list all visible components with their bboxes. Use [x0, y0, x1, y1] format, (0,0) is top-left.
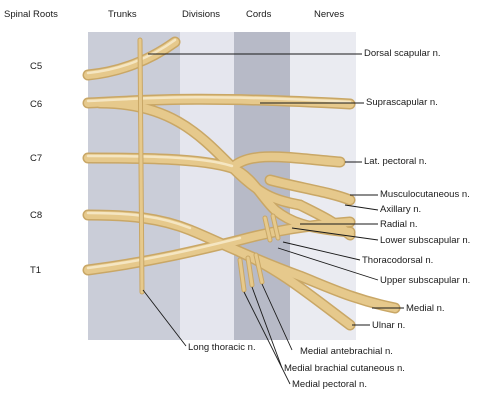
label-medial: Medial n.: [406, 303, 445, 314]
label-axillary: Axillary n.: [380, 204, 422, 215]
root-c8: C8: [30, 210, 43, 221]
header-cords: Cords: [246, 9, 272, 20]
root-c5: C5: [30, 61, 43, 72]
divisions-band: [180, 32, 234, 340]
label-upper-subscapular: Upper subscapular n.: [380, 275, 471, 286]
label-medial-pectoral: Medial pectoral n.: [292, 379, 367, 390]
root-c6: C6: [30, 99, 43, 110]
label-suprascapular: Suprascapular n.: [366, 97, 438, 108]
root-c7: C7: [30, 153, 43, 164]
label-radial: Radial n.: [380, 219, 418, 230]
label-medial-brachial-cutaneous: Medial brachial cutaneous n.: [284, 363, 405, 374]
trunks-band: [88, 32, 180, 340]
nerve-bundles: [82, 36, 401, 331]
label-musculocutaneous: Musculocutaneous n.: [380, 189, 470, 200]
root-t1: T1: [30, 265, 42, 276]
header-trunks: Trunks: [108, 9, 137, 20]
label-ulnar: Ulnar n.: [372, 320, 406, 331]
label-thoracodorsal: Thoracodorsal n.: [362, 255, 434, 266]
label-dorsal-scapular: Dorsal scapular n.: [364, 48, 441, 59]
label-lat-pectoral: Lat. pectoral n.: [364, 156, 427, 167]
label-long-thoracic: Long thoracic n.: [188, 342, 256, 353]
header-divisions: Divisions: [182, 9, 221, 20]
header-nerves: Nerves: [314, 9, 345, 20]
label-medial-antebrachial: Medial antebrachial n.: [300, 346, 393, 357]
label-lower-subscapular: Lower subscapular n.: [380, 235, 471, 246]
leader-lines: [142, 53, 404, 385]
header-spinal-roots: Spinal Roots: [4, 9, 58, 20]
